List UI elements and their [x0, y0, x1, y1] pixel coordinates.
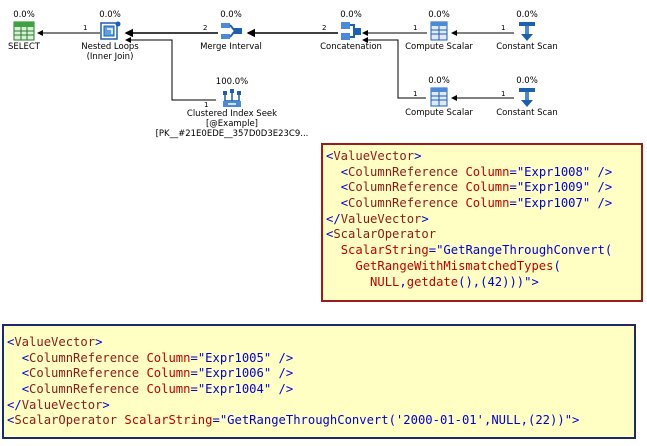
compute-scalar-icon	[430, 87, 448, 107]
xml-line: NULL,getdate(),(42)))">	[370, 274, 539, 289]
clustered-index-seek-icon	[223, 89, 241, 107]
node-cost: 0.0%	[428, 76, 450, 86]
arrow-compute2-to-concat	[362, 37, 426, 99]
xml-snippet-top: <ValueVector> <ColumnReference Column="E…	[321, 143, 643, 302]
node-label: (Inner Join)	[86, 52, 134, 62]
row-count: 2	[203, 24, 208, 32]
plan-node-constant-scan-1[interactable]: 0.0% Constant Scan	[492, 10, 562, 52]
node-label: Clustered Index Seek	[186, 109, 278, 119]
row-count: 2	[322, 24, 327, 32]
row-count: 1	[83, 24, 88, 32]
node-label: Concatenation	[320, 42, 382, 52]
xml-line: <ValueVector>	[7, 335, 103, 349]
plan-node-compute-scalar-1[interactable]: 0.0% Compute Scalar	[404, 10, 474, 52]
node-label: Merge Interval	[200, 42, 262, 52]
xml-line: <ScalarOperator ScalarString="GetRangeTh…	[7, 413, 580, 428]
node-cost: 0.0%	[220, 10, 242, 20]
concatenation-icon	[341, 22, 361, 40]
select-icon	[13, 21, 35, 41]
row-count: 1	[204, 101, 209, 109]
xml-lines: <ValueVector> <ColumnReference Column="E…	[7, 335, 631, 429]
row-count: 1	[413, 24, 418, 32]
xml-lines: <ValueVector> <ColumnReference Column="E…	[326, 149, 638, 290]
compute-scalar-icon	[430, 21, 448, 41]
merge-interval-icon	[221, 23, 242, 39]
constant-scan-icon	[519, 88, 535, 107]
node-label: [@Example]	[205, 119, 258, 129]
xml-line: <ColumnReference Column="Expr1004" />	[21, 382, 294, 397]
xml-line: <ColumnReference Column="Expr1008" />	[340, 164, 613, 179]
xml-line: <ScalarOperator	[326, 227, 437, 242]
nested-loops-icon	[100, 21, 121, 40]
execution-plan: 1 2 2 1 1 1 1 1 0.0% SELECT 0.0% Nested …	[0, 0, 647, 150]
plan-node-constant-scan-2[interactable]: 0.0% Constant Scan	[492, 76, 562, 118]
node-cost: 0.0%	[428, 10, 450, 20]
arrow-seek-to-nested	[125, 37, 216, 101]
plan-node-compute-scalar-2[interactable]: 0.0% Compute Scalar	[404, 76, 474, 118]
xml-line: ScalarString="GetRangeThroughConvert(	[340, 243, 613, 258]
xml-line: GetRangeWithMismatchedTypes(	[355, 258, 561, 273]
plan-node-concatenation[interactable]: 0.0% Concatenation	[318, 10, 384, 52]
row-count: 1	[413, 90, 418, 98]
node-label: Constant Scan	[496, 42, 558, 52]
node-cost: 0.0%	[13, 10, 35, 20]
xml-line: <ColumnReference Column="Expr1007" />	[340, 196, 613, 211]
node-label: Constant Scan	[496, 108, 558, 118]
node-cost: 0.0%	[516, 10, 538, 20]
row-count: 1	[501, 90, 506, 98]
plan-node-nested-loops[interactable]: 0.0% Nested Loops (Inner Join)	[78, 10, 142, 62]
plan-node-select[interactable]: 0.0% SELECT	[4, 10, 44, 52]
node-label: Nested Loops	[81, 42, 139, 52]
xml-line: <ColumnReference Column="Expr1009" />	[340, 180, 613, 195]
node-label: Compute Scalar	[405, 108, 473, 118]
node-label: SELECT	[8, 42, 40, 52]
node-cost: 0.0%	[516, 76, 538, 86]
node-cost: 100.0%	[215, 77, 249, 87]
node-cost: 0.0%	[340, 10, 362, 20]
xml-line: </ValueVector>	[326, 211, 429, 226]
xml-line: <ColumnReference Column="Expr1006" />	[21, 366, 294, 381]
plan-arrows	[37, 28, 514, 101]
xml-line: <ValueVector>	[326, 149, 422, 163]
xml-line: <ColumnReference Column="Expr1005" />	[21, 350, 294, 365]
node-label: [PK__#21E0EDE__357D0D3E23C9...	[155, 129, 309, 139]
plan-node-clustered-index-seek[interactable]: 100.0% Clustered Index Seek [@Example] […	[155, 77, 309, 139]
xml-snippet-bottom: <ValueVector> <ColumnReference Column="E…	[2, 324, 636, 439]
constant-scan-icon	[519, 22, 535, 41]
row-count: 1	[501, 24, 506, 32]
plan-node-merge-interval[interactable]: 0.0% Merge Interval	[198, 10, 264, 52]
node-label: Compute Scalar	[405, 42, 473, 52]
xml-line: </ValueVector>	[7, 397, 110, 412]
node-cost: 0.0%	[99, 10, 121, 20]
